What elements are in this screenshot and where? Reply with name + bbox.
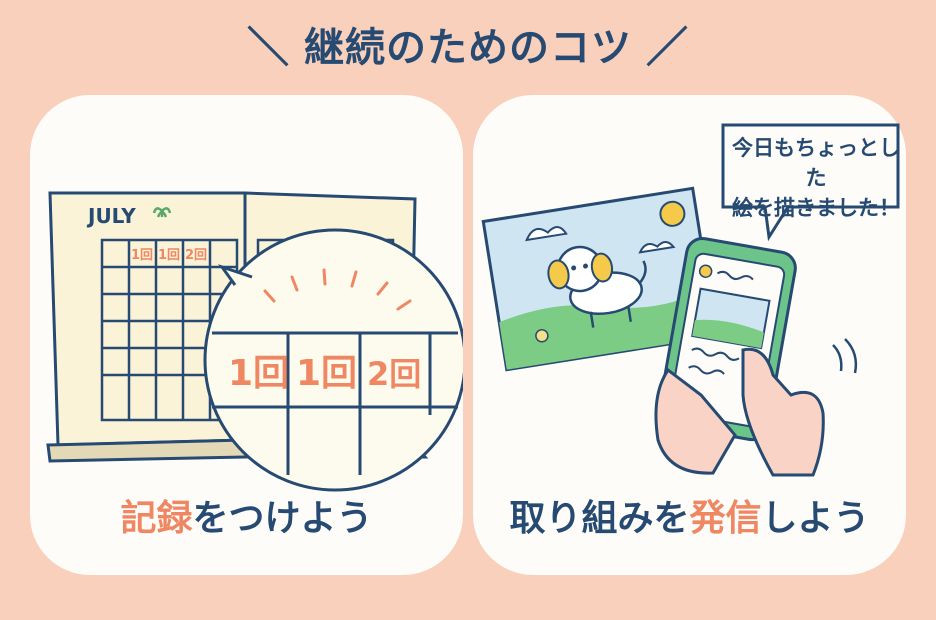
caption-record-rest: をつけよう bbox=[192, 498, 373, 539]
small-count-2: 1回 bbox=[158, 248, 180, 263]
tip-card-record: JULY 1回 1回 2回 1回 1回 2回 記録をつけよう bbox=[30, 95, 463, 575]
title-left-mark: ＼ bbox=[246, 22, 290, 72]
zoom-count-1: 1回 bbox=[228, 353, 289, 394]
zoom-grid bbox=[212, 331, 458, 475]
caption-share-pre: 取り組みを bbox=[509, 498, 690, 539]
caption-record-accent: 記録 bbox=[120, 498, 193, 539]
caption-share: 取り組みを発信しよう bbox=[473, 485, 906, 545]
speech-bubble bbox=[721, 123, 900, 242]
left-hand bbox=[654, 367, 737, 475]
caption-share-accent: 発信 bbox=[689, 498, 762, 539]
small-count-3: 2回 bbox=[185, 248, 207, 263]
caption-record: 記録をつけよう bbox=[30, 485, 463, 545]
title-text: 継続のためのコツ bbox=[304, 25, 632, 71]
zoom-pointer bbox=[218, 264, 253, 286]
title-right-mark: ／ bbox=[646, 22, 690, 72]
caption-share-post: しよう bbox=[761, 498, 870, 539]
zoom-count-3: 2回 bbox=[367, 355, 421, 393]
page-title: ＼ 継続のためのコツ ／ bbox=[0, 12, 936, 76]
calendar-illustration: JULY 1回 1回 2回 1回 1回 2回 bbox=[46, 191, 463, 492]
bubble-line-1: 今日もちょっとした bbox=[732, 136, 900, 190]
sparkle-lines bbox=[263, 268, 412, 311]
sprout-icon bbox=[152, 207, 172, 218]
calendar-month-label: JULY bbox=[86, 204, 136, 228]
sharing-illustration bbox=[481, 123, 900, 477]
speech-bubble-text: 今日もちょっとした 絵を描きました！ bbox=[731, 133, 901, 223]
bubble-line-2: 絵を描きました！ bbox=[732, 196, 900, 220]
right-hand bbox=[741, 347, 825, 477]
zoom-count-2: 1回 bbox=[296, 353, 357, 394]
small-count-1: 1回 bbox=[131, 248, 153, 263]
tip-card-share: 今日もちょっとした 絵を描きました！ 取り組みを発信しよう bbox=[473, 95, 906, 575]
motion-lines bbox=[832, 338, 858, 374]
